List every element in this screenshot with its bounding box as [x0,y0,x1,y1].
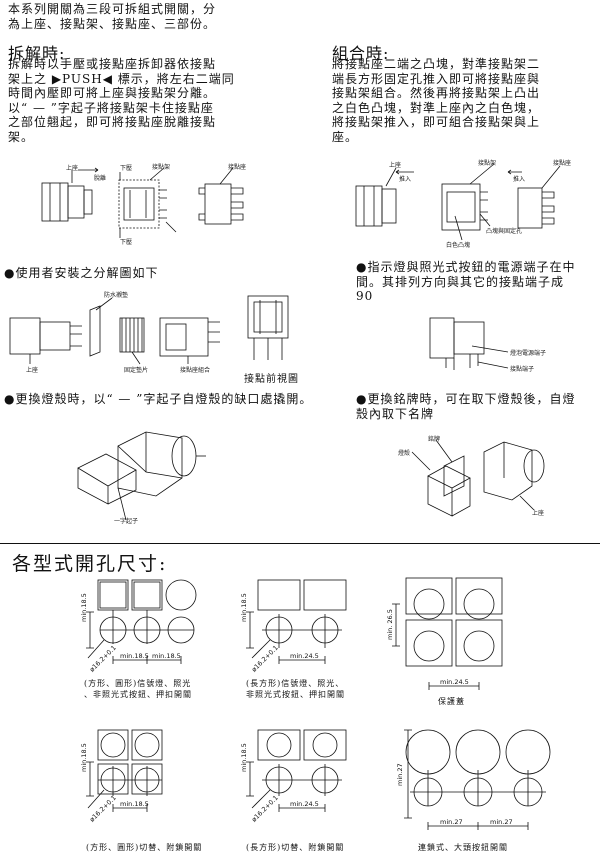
intro-line: 為上座、接點架、接點座、三部份。 [8,16,217,31]
fig2-upper-label: 上座 [389,162,402,169]
assembly-title: 組合時: [332,44,390,63]
dim-a-w1: min.18.5 [120,652,149,660]
note-terminal: ●指示燈與照光式按鈕的電源端子在中 間。其排列方向與其它的接點端子成 90 [356,260,575,304]
fig3-ring-label: 固定墊片 [124,367,149,374]
caption-c: 保護蓋 [438,697,465,706]
dim-d-h: min.18.5 [80,743,88,772]
fig6-plate-label: 銘牌 [428,436,441,443]
caption-a: (方形、圓形)信號燈、照光 、非照光式按鈕、押扣開關 [84,678,192,700]
fig1-bottom-label: 下壓 [120,165,133,172]
dim-e-w: min.24.5 [290,800,319,808]
cutout-a [86,579,197,664]
disassembly-line: 架。 [8,129,35,144]
section-title: 各型式開孔尺寸: [12,553,168,575]
fig3-frame-label: 接點座組合 [180,367,211,374]
intro: 本系列開關為三段可拆組式開關，分 為上座、接點架、接點座、三部份。 [8,2,216,31]
assembly-line: 之白色凸塊，對準上座內之白色塊， [332,100,541,115]
note-plate: ●更換銘牌時，可在取下燈殼後，自燈 殼內取下名牌 [356,392,575,421]
assembly-line: 將接點座二端之凸塊，對準接點架二 [332,57,541,71]
intro-line: 本系列開關為三段可拆組式開關，分 [8,2,217,16]
fig1-remove-label: 脫離 [94,175,107,182]
caption-b: (長方形)信號燈、照光、 非照光式按鈕、押扣開關 [246,678,345,700]
cutout-d [86,729,163,812]
assembly-line: 座。 [332,129,359,144]
fig6-upper-label: 上座 [532,510,545,517]
assembly-line: 接點架組合。然後再將接點架上凸出 [332,86,541,100]
assembly-text: 將接點座二端之凸塊，對準接點架二 端長方形固定孔推入即可將接點座與 接點架組合。… [332,57,540,144]
fig1-upper-label: 上座 [66,165,79,172]
dim-b-w: min.24.5 [290,652,319,660]
caption-b-line: 非照光式按鈕、押扣開關 [246,690,345,699]
dim-c-h: min. 26.5 [386,609,394,640]
fig2-bump-label: 白色凸塊 [446,242,471,249]
caption-a-line: 、非照光式按鈕、押扣開關 [84,690,192,699]
fig1-frame-label: 接點架 [152,164,171,171]
disassembly-text: 拆解時以手壓或接點座拆卸器依接點 架上之 ▶PUSH◀ 標示，將左右二端同 時間… [8,57,235,144]
dim-e-h: min.18.5 [240,743,248,772]
fig2-insert-label: 推入 [399,176,412,183]
disassembly-line: 拆解時以手壓或接點座拆卸器依接點 [8,57,217,71]
fig2-insert2-label: 推入 [513,176,526,183]
fig4-contact-label: 接點端子 [510,366,535,373]
disassembly-line: 以“ — ”字起子將接點架卡住接點座 [8,100,214,115]
fig5-tool-label: 一字起子 [114,518,139,525]
fig2-frame-label: 接點架 [478,160,497,167]
front-view-label: 接點前視圖 [244,374,299,385]
note-plate-line: ●更換銘牌時，可在取下燈殼後，自燈 [356,392,576,406]
dim-f-w2: min.27 [490,818,513,826]
caption-b-line: (長方形)信號燈、照光、 [246,679,345,688]
caption-d: (方形、圓形)切替、附鎖開關 [86,843,203,852]
disassembly-line: 時間內壓即可將上座與接點架分離。 [8,86,217,100]
note-plate-line: 殼內取下名牌 [356,406,435,421]
fig3-upper-label: 上座 [26,367,39,374]
dim-f-h: min.27 [396,763,404,786]
assembly-line: 端長方形固定孔推入即可將接點座與 [332,71,541,86]
note-lens: ●更換燈殼時，以“ — ”字起子自燈殼的缺口處撬開。 [4,392,313,406]
assembly-line: 將接點架推入，即可組合接點架與上 [332,115,541,129]
fig2-seat-label: 接點座 [553,160,572,167]
dim-a-h: min.18.5 [80,593,88,622]
fig4-power-label: 燈泡電源端子 [510,350,547,357]
fig6-shell-label: 燈殼 [398,450,411,457]
fig1-seat-label: 接點座 [228,164,247,171]
cutout-e [246,729,347,812]
note-install: ●使用者安裝之分解圖如下 [4,266,159,280]
fig3-dust-label: 防水襯墊 [104,292,129,299]
cutout-c [392,577,503,690]
dim-f-w1: min.27 [440,818,463,826]
note-terminal-line: 間。其排列方向與其它的接點端子成 [356,274,565,289]
note-terminal-line: 90 [356,289,374,303]
fig1-bottom-label-2: 下壓 [120,239,133,246]
dim-b-h: min.18.5 [240,593,248,622]
note-terminal-line: ●指示燈與照光式按鈕的電源端子在中 [356,260,576,274]
caption-f: 連鎖式、大頭按鈕開關 [418,843,508,852]
dim-d-w: min.18.5 [120,800,149,808]
disassembly-title: 拆解時: [8,44,66,63]
cutout-f [404,729,551,830]
disassembly-line: 之部位翹起，即可將接點座脫離接點 [8,115,217,129]
section-divider [0,543,600,544]
caption-a-line: (方形、圓形)信號燈、照光 [84,679,192,688]
dim-a-w2: min.18.5 [152,652,181,660]
disassembly-line: 架上之 ▶PUSH◀ 標示，將左右二端同 [8,71,235,86]
caption-e: (長方形)切替、附鎖開關 [246,843,345,852]
dim-c-w: min.24.5 [440,678,469,686]
cutout-b [246,579,347,664]
fig2-hole-label: 凸塊與固定孔 [486,228,523,235]
